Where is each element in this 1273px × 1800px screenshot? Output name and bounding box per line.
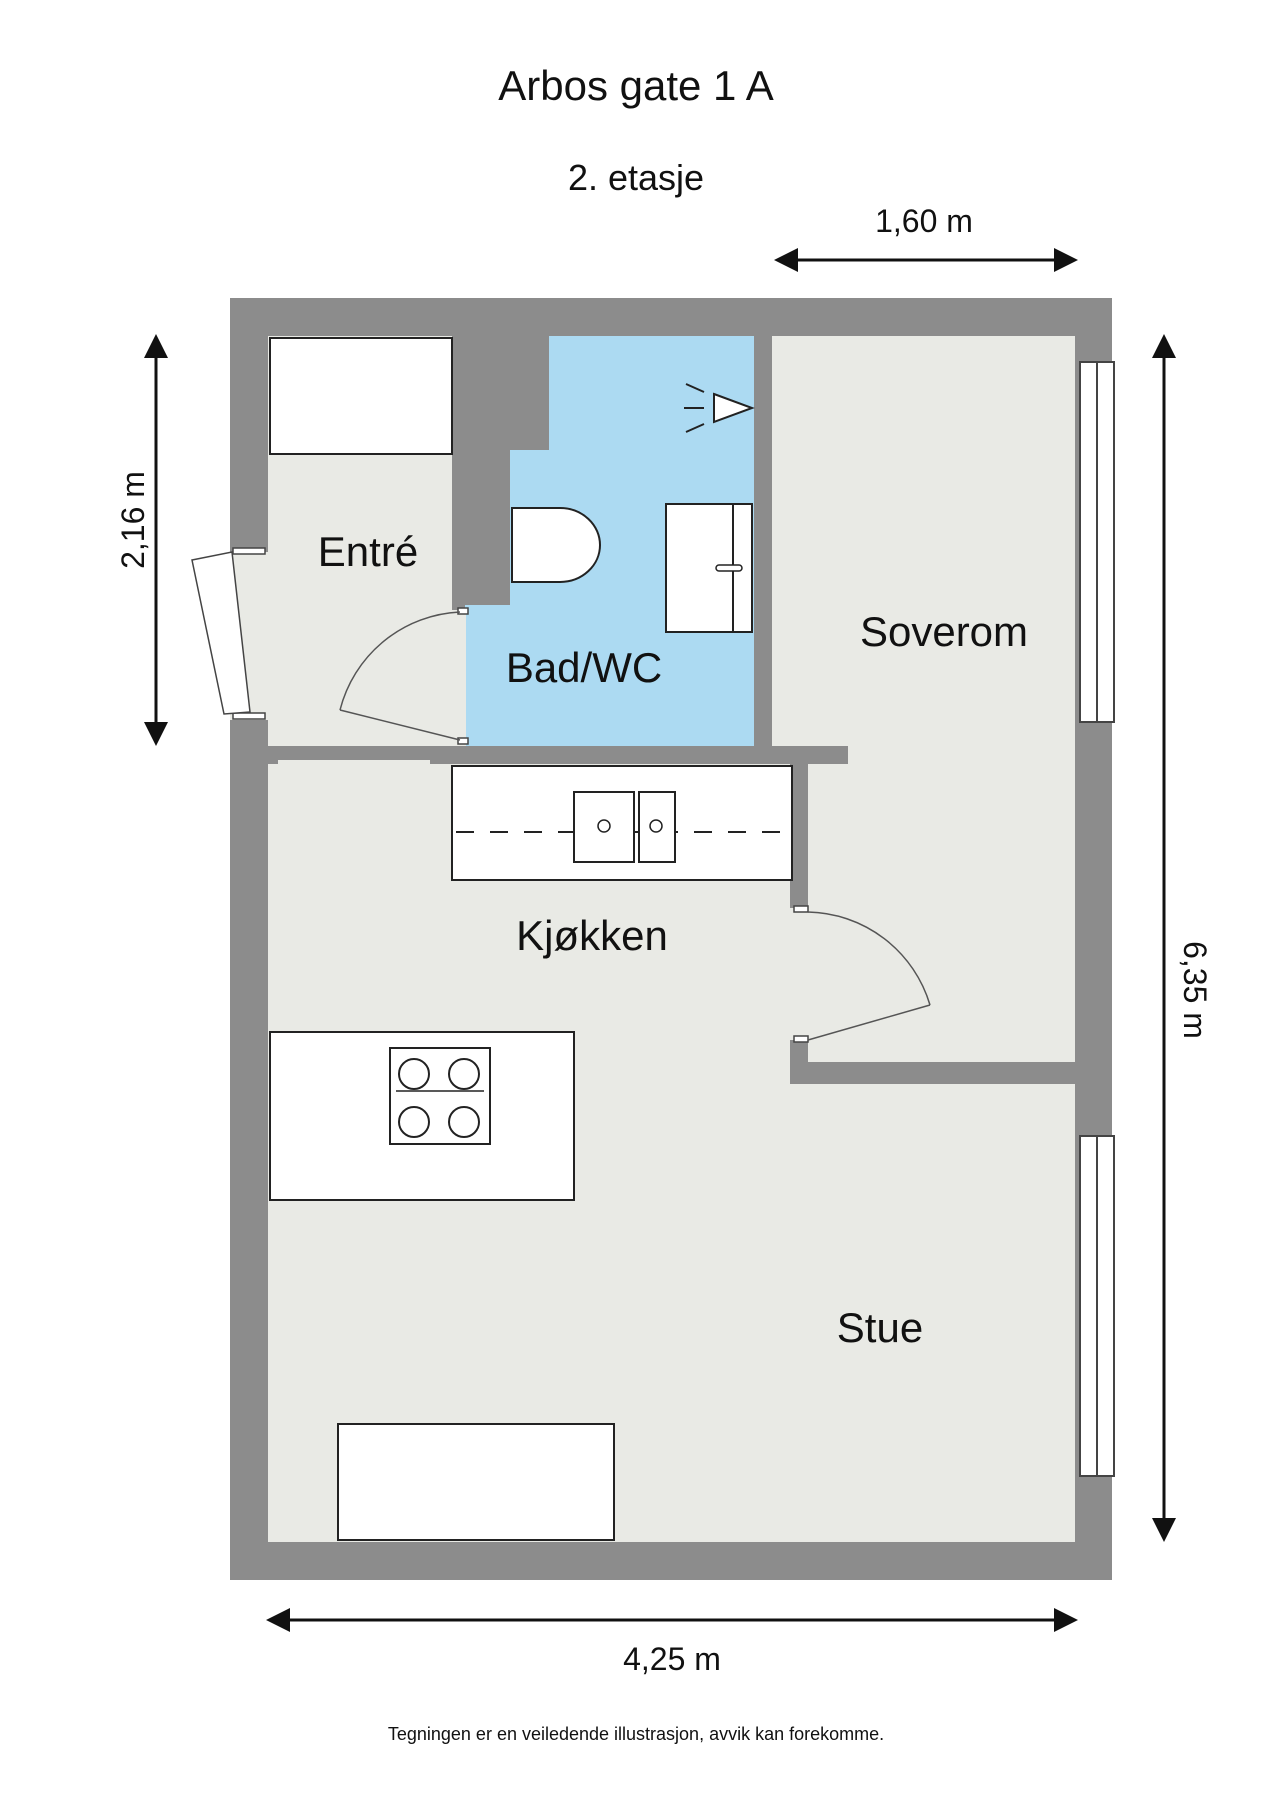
disclaimer: Tegningen er en veiledende illustrasjon,… <box>388 1724 884 1744</box>
bedroom-door[interactable] <box>793 905 931 1043</box>
shower-icon <box>684 383 755 433</box>
room-label-soverom: Soverom <box>860 608 1028 655</box>
stue-furniture <box>337 1423 615 1541</box>
kitchen-island <box>269 1031 575 1201</box>
burner-icon <box>448 1106 480 1138</box>
windows <box>1079 361 1115 1477</box>
wall-bath-bedroom <box>754 336 772 746</box>
entre-wardrobe <box>269 337 453 455</box>
kitchen-counter <box>451 765 793 881</box>
burner-icon <box>398 1106 430 1138</box>
dimension-bottom-label: 4,25 m <box>623 1641 721 1677</box>
burner-icon <box>398 1058 430 1090</box>
dimension-lines <box>144 248 1176 1632</box>
dimension-left-label: 2,16 m <box>115 471 151 569</box>
soverom-floor <box>772 336 1075 1062</box>
entrance-wall-stub <box>268 746 278 764</box>
wall-bedroom-stue <box>790 1062 1075 1084</box>
bathroom-door-opening <box>452 610 466 746</box>
plan-title: Arbos gate 1 A <box>498 62 774 109</box>
bedroom-door-opening <box>790 908 808 1040</box>
interior-walls <box>430 336 1075 1084</box>
floor-label: 2. etasje <box>568 157 704 198</box>
room-label-bad: Bad/WC <box>506 644 662 691</box>
bathroom-floor <box>465 336 754 746</box>
wall-entre-notch <box>452 450 464 610</box>
bathroom-sink <box>665 503 753 633</box>
room-label-kjokken: Kjøkken <box>516 912 668 959</box>
dimension-right-label: 6,35 m <box>1177 941 1213 1039</box>
dimension-top-label: 1,60 m <box>875 203 973 239</box>
room-label-entre: Entré <box>318 528 418 575</box>
burner-icon <box>448 1058 480 1090</box>
wall-bath-bottom <box>430 746 848 764</box>
wall-kitchen-bedroom <box>790 764 808 908</box>
entrance-door[interactable] <box>191 547 266 720</box>
toilet-icon <box>511 507 601 583</box>
bathroom-door[interactable] <box>339 607 469 745</box>
room-label-stue: Stue <box>837 1304 923 1351</box>
